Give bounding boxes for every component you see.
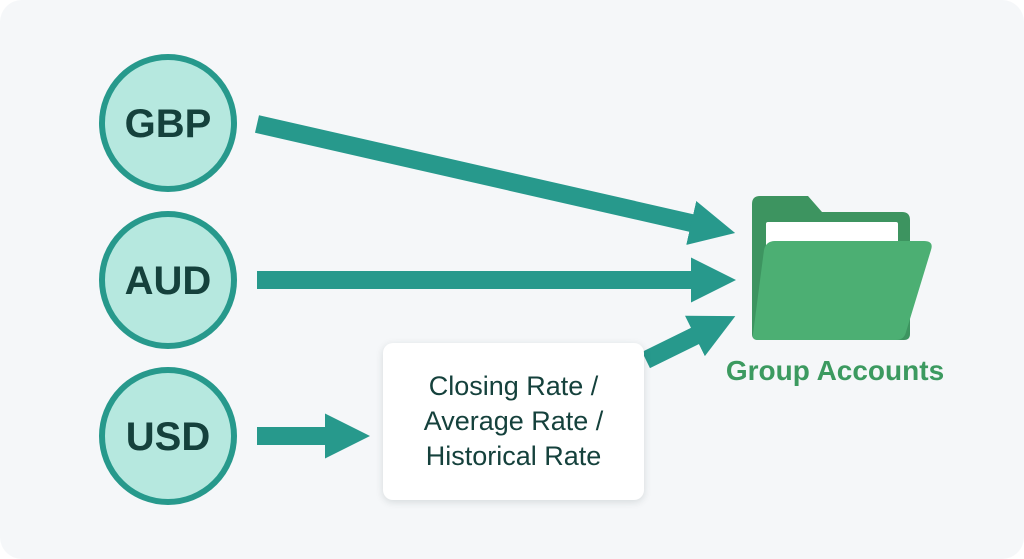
rate-line-average: Average Rate /: [423, 406, 604, 436]
arrow-gbp-to-group-accounts: [254, 115, 736, 245]
rate-line-historical: Historical Rate: [425, 441, 602, 471]
group-accounts-label: Group Accounts: [725, 355, 945, 386]
currency-node-aud: AUD: [99, 211, 237, 349]
currency-label-gbp: GBP: [125, 102, 212, 146]
currency-node-gbp: GBP: [99, 54, 237, 192]
currency-node-usd: USD: [99, 367, 237, 505]
currency-label-usd: USD: [126, 415, 210, 459]
currency-label-aud: AUD: [125, 259, 212, 303]
arrow-rate-box-to-group-accounts: [642, 315, 736, 369]
exchange-rate-box: Closing Rate / Average Rate / Historical…: [383, 343, 644, 500]
rate-line-closing: Closing Rate /: [428, 371, 599, 401]
folder-open-icon: [752, 196, 932, 340]
